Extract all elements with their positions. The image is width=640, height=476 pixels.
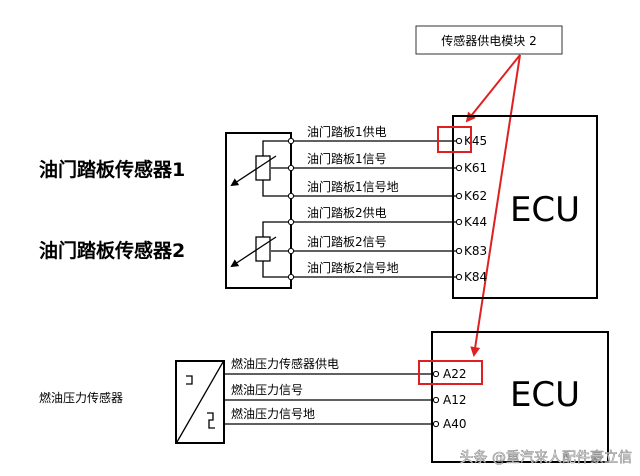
ecu-pin-label: K61: [464, 161, 487, 175]
callout-arrow-top: [465, 54, 521, 123]
ecu-top-title: ECU: [510, 190, 580, 230]
terminal-dot: [455, 137, 463, 145]
wire-signal-label: 油门踏板2信号: [307, 234, 387, 249]
ecu-pin-label: K62: [464, 189, 487, 203]
ecu-bottom-title: ECU: [510, 375, 580, 415]
wire-signal-label: 燃油压力信号地: [231, 406, 315, 421]
wire-signal-label: 油门踏板2信号地: [307, 260, 399, 275]
terminal-dot: [455, 164, 463, 172]
ecu-pin-label: K83: [464, 244, 487, 258]
highlight-bottom-supply-pin: [418, 360, 483, 385]
callout-arrow-bottom: [470, 54, 521, 357]
ecu-pin-label: A40: [443, 417, 466, 431]
fuel-sensor-symbol: [175, 360, 225, 444]
ecu-pin-label: K45: [464, 134, 487, 148]
wire-signal-label: 燃油压力信号: [231, 382, 303, 397]
pedal-sensor-2-name: 油门踏板传感器2: [39, 239, 185, 262]
pedal-1-potentiometer: [230, 140, 288, 197]
wire-signal-label: 油门踏板1供电: [307, 124, 387, 139]
ecu-pin-label: A12: [443, 393, 466, 407]
watermark: 头条 @重汽来人配件豪立信: [460, 449, 632, 466]
wire-signal-label: 油门踏板1信号地: [307, 179, 399, 194]
terminal-dot: [287, 192, 295, 200]
terminal-dot: [287, 273, 295, 281]
ecu-bottom-box: [431, 331, 609, 463]
callout-label: 传感器供电模块 2: [441, 33, 536, 48]
ecu-bottom-wiring: 燃油压力传感器供电 A22 燃油压力信号 A12 燃油压力信号地 A40: [224, 356, 466, 431]
ecu-pin-label: K84: [464, 270, 487, 284]
ecu-pin-label: A22: [443, 367, 466, 381]
terminal-dot: [287, 247, 295, 255]
terminal-dot: [432, 420, 440, 428]
terminal-dot: [432, 396, 440, 404]
wire-signal-label: 燃油压力传感器供电: [231, 356, 339, 371]
fuel-sensor-name: 燃油压力传感器: [39, 390, 123, 405]
ecu-top-wiring: 油门踏板1供电 K45 油门踏板1信号 K61 油门踏板1信号地 K62 油门踏板2供电 K4…: [287, 124, 487, 284]
terminal-dot: [287, 137, 295, 145]
ecu-top-box: [452, 115, 598, 299]
wire-signal-label: 油门踏板1信号: [307, 151, 387, 166]
terminal-dot: [455, 247, 463, 255]
terminal-dot: [455, 218, 463, 226]
terminal-dot: [287, 164, 295, 172]
highlight-top-supply-pin: [437, 126, 472, 153]
wire-signal-label: 油门踏板2供电: [307, 205, 387, 220]
pedal-sensor-housing: [225, 132, 292, 289]
callout-box: [415, 25, 563, 55]
pedal-2-potentiometer: [230, 221, 288, 278]
pedal-sensor-1-name: 油门踏板传感器1: [39, 158, 185, 181]
terminal-dot: [432, 370, 440, 378]
terminal-dot: [455, 192, 463, 200]
terminal-dot: [455, 273, 463, 281]
terminal-dot: [287, 218, 295, 226]
ecu-pin-label: K44: [464, 215, 487, 229]
